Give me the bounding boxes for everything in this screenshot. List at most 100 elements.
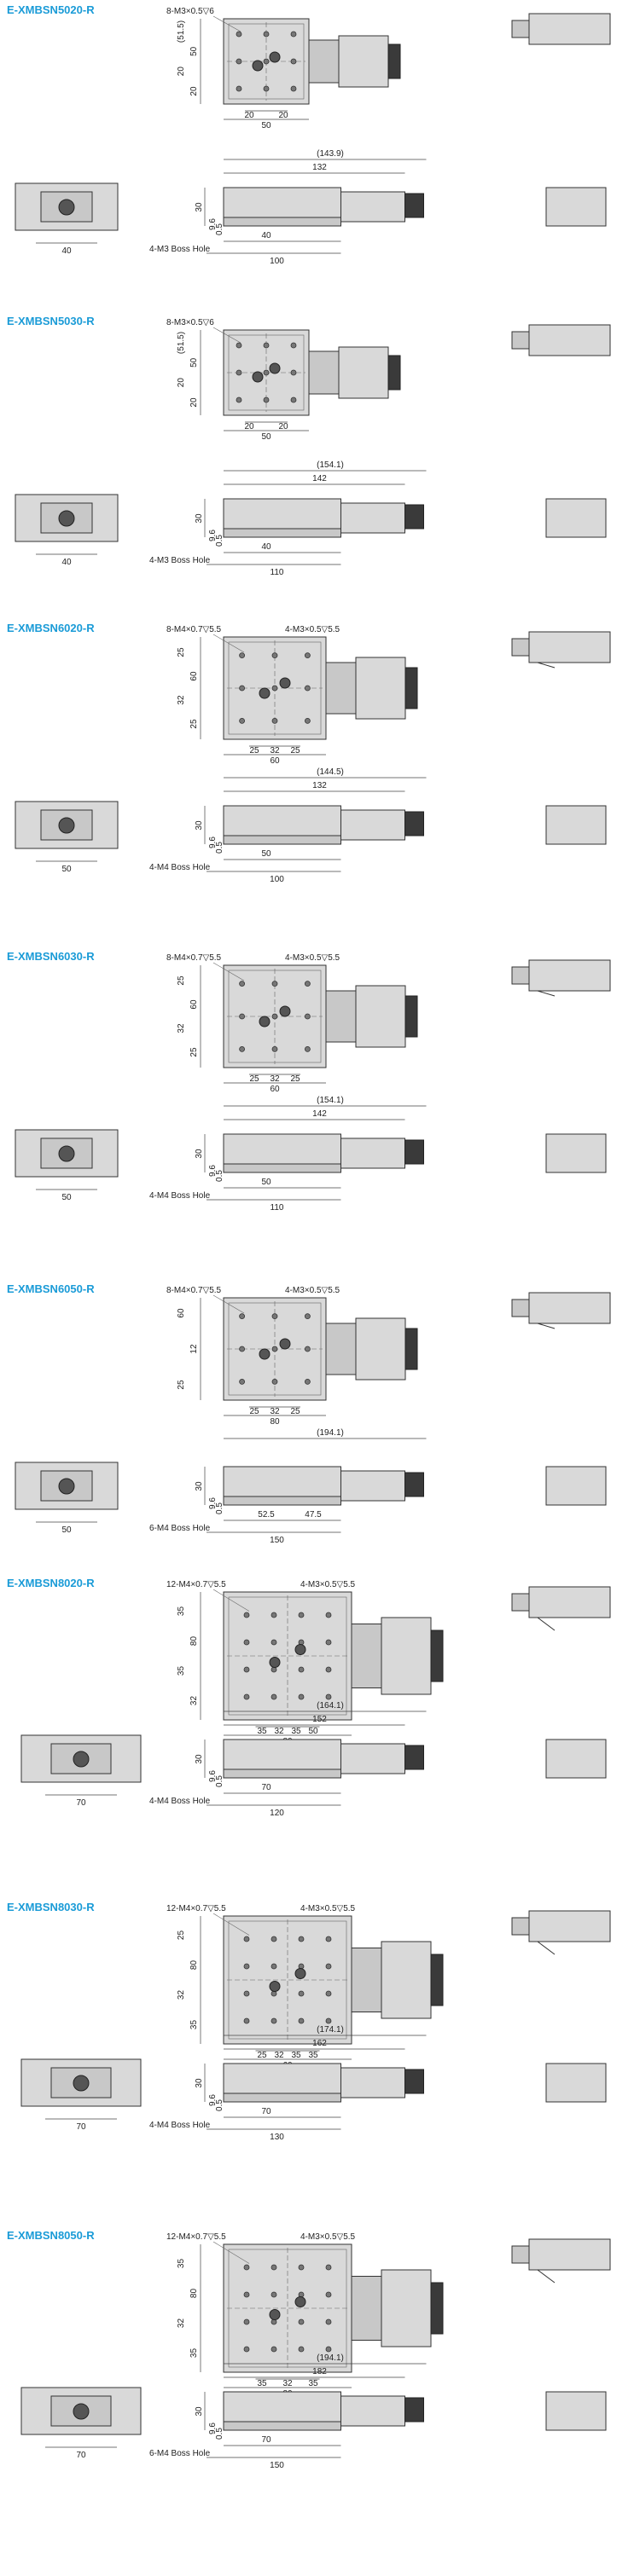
h-dimension-label: 35	[291, 2051, 301, 2060]
motor-block	[338, 346, 389, 399]
connector-plug	[528, 631, 611, 663]
knob-icon	[430, 1630, 444, 1682]
mount-hole	[298, 2264, 305, 2271]
h-dimension-label: 25	[290, 746, 300, 755]
mount-hole	[304, 1013, 311, 1020]
front-width-label: 40	[61, 558, 72, 567]
connector-plug	[545, 187, 607, 227]
segment-a-label: 70	[261, 1783, 271, 1792]
mount-hole	[271, 718, 278, 724]
connector-plug	[545, 2391, 607, 2431]
mount-hole	[263, 369, 270, 376]
mount-hole	[298, 1612, 305, 1618]
drive-housing	[351, 1948, 382, 2012]
total-length-label: 110	[271, 1203, 284, 1213]
center-hole	[279, 1338, 291, 1350]
h-dimension-label: 60	[270, 756, 280, 766]
motor-block	[355, 657, 406, 720]
knob-icon	[430, 2282, 444, 2335]
v-dimension-label: 20	[189, 86, 199, 96]
height-a-label: 9.6	[208, 2094, 218, 2106]
overall-length-label: (154.1)	[317, 460, 344, 470]
total-length-label: 150	[270, 2461, 284, 2470]
knob-icon	[404, 2397, 424, 2423]
front-view: 50	[15, 1462, 119, 1535]
mount-hole	[243, 1693, 250, 1700]
mount-hole	[243, 1612, 250, 1618]
mount-hole	[271, 2264, 277, 2271]
overall-length-label: (174.1)	[317, 2025, 344, 2035]
mount-hole	[271, 2017, 277, 2024]
motor-side	[340, 2395, 405, 2427]
center-hole	[252, 60, 264, 72]
knob-icon	[404, 1472, 424, 1497]
h-dimension-label: 32	[270, 746, 280, 755]
center-hole	[269, 1981, 281, 1992]
v-dimension-label: (51.5)	[177, 20, 186, 43]
motor-block	[381, 1941, 432, 2019]
mount-hole	[239, 1346, 246, 1352]
center-hole	[259, 687, 271, 699]
mount-hole	[243, 1963, 250, 1970]
base-rail	[223, 2421, 341, 2431]
front-body	[15, 1462, 119, 1510]
thread-note-a: 8-M3×0.5▽6	[166, 318, 214, 327]
height-a-label: 9.6	[208, 2423, 218, 2434]
v-dimension-label: 50	[189, 46, 199, 56]
base-rail	[223, 1163, 341, 1173]
boss-hole-note: 6-M4 Boss Hole	[149, 2449, 211, 2458]
front-width-label: 70	[76, 1798, 86, 1808]
thread-note-a: 12-M4×0.7▽5.5	[166, 2232, 226, 2242]
segment-a-label: 40	[261, 231, 271, 240]
mount-hole	[271, 1379, 278, 1385]
total-length-label: 110	[271, 568, 284, 577]
h-dimension-label: 32	[282, 2379, 293, 2388]
height-a-label: 9.6	[208, 1165, 218, 1177]
height-b-label: 0.5	[215, 1775, 224, 1787]
mount-hole	[271, 652, 278, 658]
mount-hole	[236, 369, 242, 376]
top-view: 12-M4×0.7▽5.54-M3×0.5▽5.5358032353532358…	[166, 2232, 611, 2399]
connector-plug	[545, 498, 607, 538]
thread-note-b: 4-M3×0.5▽5.5	[300, 1580, 356, 1589]
motor-side	[340, 1137, 405, 1169]
front-view: 70	[20, 2058, 142, 2132]
height-a-label: 9.6	[208, 1497, 218, 1509]
base-rail	[223, 528, 341, 538]
connector-plug	[545, 1739, 607, 1779]
v-dimension-label: 25	[189, 1047, 199, 1057]
h-dimension-label: 25	[257, 2051, 267, 2060]
drive-housing	[325, 662, 357, 715]
thread-note-a: 8-M4×0.7▽5.5	[166, 625, 222, 634]
overall-length-label: (164.1)	[317, 1701, 344, 1711]
front-width-label: 50	[61, 865, 72, 874]
segment-a-label: 50	[261, 1178, 271, 1187]
total-length-label: 100	[270, 257, 284, 266]
mount-hole	[298, 1936, 305, 1942]
motor-side	[340, 502, 405, 534]
mount-hole	[239, 652, 246, 658]
center-hole	[279, 1005, 291, 1017]
lead-screw-icon	[58, 1145, 75, 1162]
rail-length-label: 182	[312, 2367, 327, 2376]
mount-hole	[236, 31, 242, 38]
mount-hole	[290, 31, 297, 38]
v-dimension-label: 32	[177, 695, 186, 705]
boss-hole-note: 4-M3 Boss Hole	[149, 245, 211, 254]
mount-hole	[243, 2346, 250, 2353]
mount-hole	[243, 2318, 250, 2325]
h-dimension-label: 25	[249, 1407, 259, 1416]
v-dimension-label: 60	[189, 671, 199, 681]
lead-screw-icon	[73, 2075, 90, 2092]
connector-plug	[528, 2238, 611, 2271]
boss-hole-note: 6-M4 Boss Hole	[149, 1524, 211, 1533]
motor-block	[381, 2269, 432, 2347]
v-dimension-label: 35	[177, 1666, 186, 1676]
